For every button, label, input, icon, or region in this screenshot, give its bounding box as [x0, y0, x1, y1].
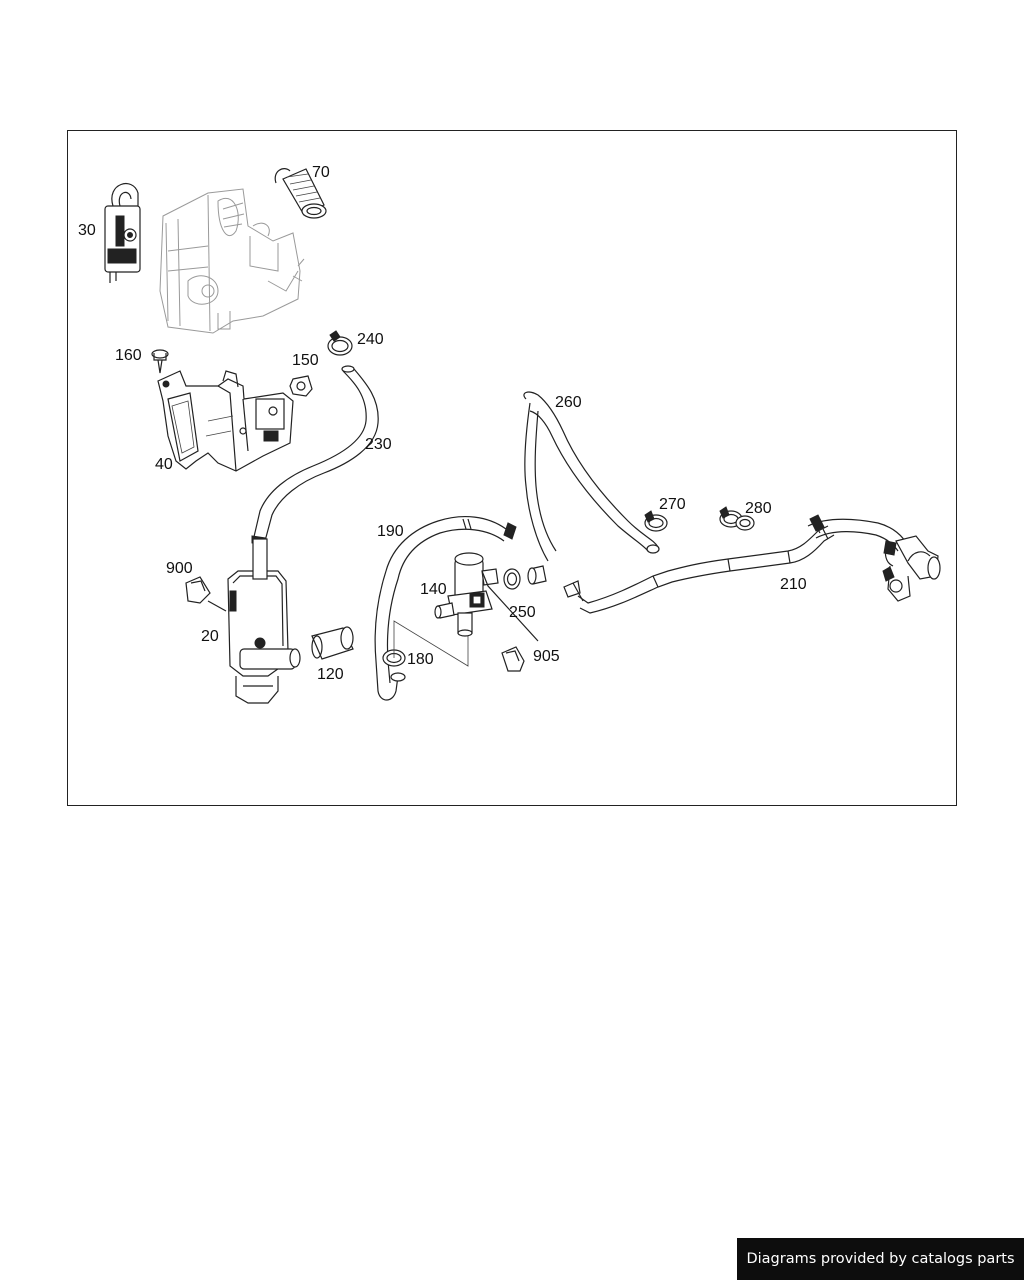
- label-270: 270: [659, 496, 686, 513]
- label-240: 240: [357, 331, 384, 348]
- label-230: 230: [365, 436, 392, 453]
- part-140-valve-drawing: [434, 552, 539, 642]
- footer-attribution: Diagrams provided by catalogs parts: [737, 1238, 1024, 1280]
- parts-diagram: 30 70 160 240 150 230 40 260 270 280 190…: [78, 164, 941, 704]
- part-120-hose-drawing: [311, 626, 354, 660]
- part-900-connector-drawing: [185, 576, 227, 612]
- part-280-clamp-drawing: [719, 506, 755, 531]
- label-20: 20: [201, 628, 219, 645]
- label-190: 190: [377, 523, 404, 540]
- label-210: 210: [780, 576, 807, 593]
- part-270-clamp-drawing: [644, 510, 668, 532]
- part-230-hose-drawing: [251, 365, 379, 546]
- part-30-pump-drawing: [104, 183, 141, 283]
- label-905: 905: [533, 648, 560, 665]
- part-905-connector-drawing: [501, 646, 525, 672]
- label-260: 260: [555, 394, 582, 411]
- engine-block-drawing: [159, 188, 305, 334]
- label-40: 40: [155, 456, 173, 473]
- label-30: 30: [78, 222, 96, 239]
- part-260-hose-drawing: [523, 391, 660, 562]
- parts-diagram-frame: 30 70 160 240 150 230 40 260 270 280 190…: [67, 130, 957, 806]
- part-20-heater-drawing: [227, 538, 301, 704]
- footer-text: Diagrams provided by catalogs parts: [746, 1251, 1015, 1267]
- part-150-nut-drawing: [289, 375, 313, 397]
- part-190-hose-drawing: [374, 516, 517, 701]
- label-150: 150: [292, 352, 319, 369]
- part-250-clamp-drawing: [503, 565, 547, 590]
- part-40-bracket-drawing: [157, 370, 294, 472]
- part-160-bolt-drawing: [151, 349, 169, 374]
- part-210-hose-drawing: [563, 514, 909, 614]
- label-70: 70: [312, 164, 330, 181]
- label-120: 120: [317, 666, 344, 683]
- label-180: 180: [407, 651, 434, 668]
- label-280: 280: [745, 500, 772, 517]
- part-labels: 30 70 160 240 150 230 40 260 270 280 190…: [78, 164, 807, 683]
- label-140: 140: [420, 581, 447, 598]
- label-160: 160: [115, 347, 142, 364]
- right-end-fittings-drawing: [882, 535, 941, 602]
- part-240-clamp-drawing: [327, 330, 353, 356]
- label-250: 250: [509, 604, 536, 621]
- part-70-hose-drawing: [274, 168, 327, 219]
- label-900: 900: [166, 560, 193, 577]
